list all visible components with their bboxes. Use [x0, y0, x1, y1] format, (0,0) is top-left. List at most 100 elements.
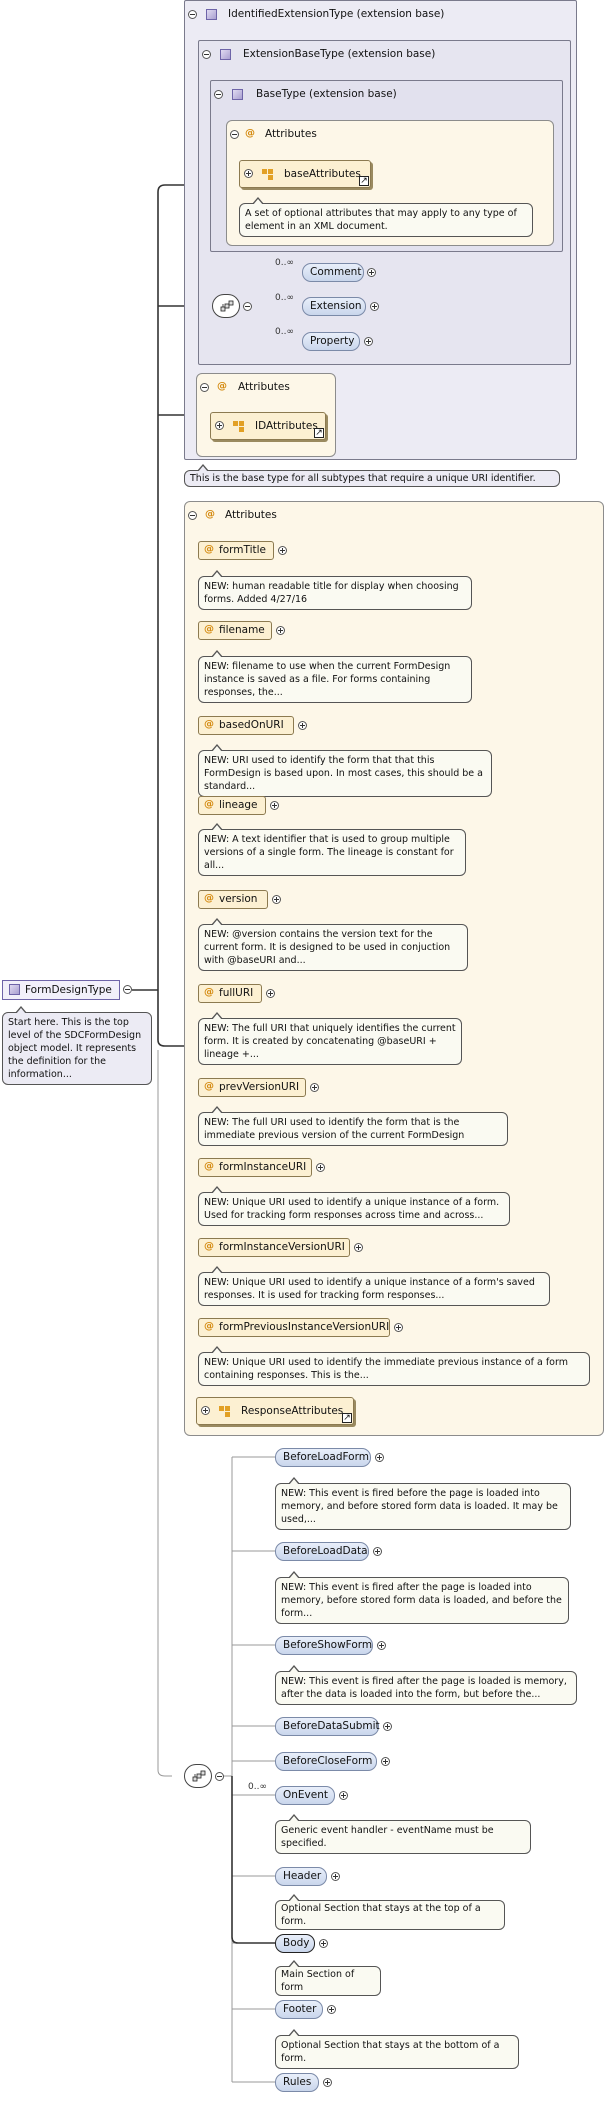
attr-note: NEW: A text identifier that is used to g…: [198, 823, 466, 876]
expand-element-icon[interactable]: [381, 1757, 390, 1766]
attribute-at-icon: @: [204, 1321, 214, 1332]
attr-note: NEW: URI used to identify the form that …: [198, 744, 492, 797]
attr-note: NEW: Unique URI used to identify the imm…: [198, 1346, 590, 1386]
before-data-submit-element[interactable]: BeforeDataSubmit: [275, 1717, 380, 1736]
response-attributes-ref[interactable]: ResponseAttributes ↗: [196, 1397, 354, 1425]
form-design-type-node[interactable]: FormDesignType: [2, 980, 120, 1000]
attr-fullURI[interactable]: @fullURI: [198, 984, 262, 1003]
expand-element-icon[interactable]: [331, 1872, 340, 1881]
attribute-at-icon: @: [204, 1241, 214, 1252]
expand-element-icon[interactable]: [375, 1453, 384, 1462]
before-show-form-element[interactable]: BeforeShowForm: [275, 1636, 373, 1655]
shortcut-arrow-icon: ↗: [314, 428, 324, 438]
expand-attr-icon[interactable]: [266, 989, 275, 998]
attribute-at-icon: @: [204, 719, 214, 730]
expand-comment-icon[interactable]: [367, 268, 376, 277]
attribute-at-icon: @: [204, 624, 214, 635]
collapse-extbase-icon[interactable]: [202, 50, 211, 59]
attr-lineage[interactable]: @lineage: [198, 796, 266, 815]
before-load-form-element[interactable]: BeforeLoadForm: [275, 1448, 371, 1467]
on-event-element[interactable]: OnEvent: [275, 1786, 335, 1805]
expand-element-icon[interactable]: [383, 1722, 392, 1731]
attr-filename[interactable]: @ filename: [198, 621, 272, 640]
extbase-type-icon: [220, 49, 231, 60]
expand-attr-icon[interactable]: [270, 801, 279, 810]
attribute-at-icon: @: [204, 1161, 214, 1172]
attr-name: filename: [219, 624, 265, 636]
collapse-root-icon[interactable]: [123, 985, 132, 994]
base-attributes-ref[interactable]: baseAttributes ↗: [239, 160, 371, 188]
collapse-sequence-icon[interactable]: [243, 302, 252, 311]
before-load-data-element[interactable]: BeforeLoadData: [275, 1542, 369, 1561]
shortcut-arrow-icon: ↗: [342, 1413, 352, 1423]
attr-formInstanceVersionURI[interactable]: @formInstanceVersionURI: [198, 1238, 350, 1257]
expand-attr-icon[interactable]: [354, 1243, 363, 1252]
expand-attr-icon[interactable]: [310, 1083, 319, 1092]
rules-element[interactable]: Rules: [275, 2073, 319, 2092]
element-note: NEW: This event is fired after the page …: [275, 1665, 577, 1705]
element-note: Optional Section that stays at the botto…: [275, 2029, 519, 2069]
basetype-icon: [232, 89, 243, 100]
id-attributes-ref[interactable]: IDAttributes ↗: [210, 412, 326, 440]
attribute-at-icon: @: [204, 799, 214, 810]
expand-attr-icon[interactable]: [272, 895, 281, 904]
element-note: Generic event handler - eventName must b…: [275, 1814, 531, 1854]
collapse-identified-icon[interactable]: [188, 10, 197, 19]
expand-element-icon[interactable]: [323, 2078, 332, 2087]
extension-multiplicity: 0..∞: [275, 293, 294, 303]
expand-element-icon[interactable]: [319, 1939, 328, 1948]
attr-note: NEW: @version contains the version text …: [198, 918, 468, 971]
attr-name: prevVersionURI: [219, 1081, 300, 1093]
expand-icon[interactable]: [201, 1406, 210, 1415]
attribute-group-icon: [262, 169, 273, 180]
property-multiplicity: 0..∞: [275, 327, 294, 337]
expand-attr-icon[interactable]: [298, 721, 307, 730]
footer-element[interactable]: Footer: [275, 2000, 323, 2019]
expand-attr-icon[interactable]: [394, 1323, 403, 1332]
expand-element-icon[interactable]: [373, 1547, 382, 1556]
attribute-at-icon: @: [205, 509, 215, 520]
identified-extension-note: This is the base type for all subtypes t…: [184, 464, 560, 487]
property-element[interactable]: Property: [302, 332, 360, 351]
sequence-compositor-icon[interactable]: [212, 294, 240, 318]
attr-formInstanceURI[interactable]: @ formInstanceURI: [198, 1158, 312, 1177]
response-attributes-label: ResponseAttributes: [241, 1405, 344, 1417]
attr-name: formInstanceURI: [219, 1161, 307, 1173]
header-element[interactable]: Header: [275, 1867, 327, 1886]
expand-icon[interactable]: [244, 169, 253, 178]
attr-version[interactable]: @version: [198, 890, 268, 909]
identified-extension-label: IdentifiedExtensionType (extension base): [228, 8, 445, 20]
attribute-group-icon: [219, 1406, 230, 1417]
collapse-base-attrs-icon[interactable]: [230, 130, 239, 139]
collapse-form-attrs-icon[interactable]: [188, 511, 197, 520]
expand-attr-icon[interactable]: [276, 626, 285, 635]
onevent-multiplicity: 0..∞: [248, 1782, 267, 1792]
base-type-label: BaseType (extension base): [256, 88, 397, 100]
attr-basedOnURI[interactable]: @basedOnURI: [198, 716, 294, 735]
sequence-compositor-icon[interactable]: [184, 1764, 212, 1788]
id-attributes-label: IDAttributes: [255, 420, 318, 432]
expand-element-icon[interactable]: [377, 1641, 386, 1650]
attribute-at-icon: @: [217, 381, 227, 392]
expand-attr-icon[interactable]: [278, 546, 287, 555]
expand-icon[interactable]: [215, 421, 224, 430]
id-attributes-header: Attributes: [238, 381, 290, 393]
expand-element-icon[interactable]: [327, 2005, 336, 2014]
expand-element-icon[interactable]: [339, 1791, 348, 1800]
complex-type-icon: [9, 984, 20, 995]
extension-element[interactable]: Extension: [302, 297, 366, 316]
collapse-sequence-icon[interactable]: [215, 1772, 224, 1781]
attr-formTitle[interactable]: @formTitle: [198, 541, 274, 560]
before-close-form-element[interactable]: BeforeCloseForm: [275, 1752, 377, 1771]
comment-element[interactable]: Comment: [302, 263, 364, 282]
expand-extension-icon[interactable]: [370, 302, 379, 311]
attr-prevVersionURI[interactable]: @prevVersionURI: [198, 1078, 306, 1097]
identified-type-icon: [206, 9, 217, 20]
attr-formPreviousInstanceVersionURI[interactable]: @formPreviousInstanceVersionURI: [198, 1318, 390, 1337]
form-design-type-label: FormDesignType: [25, 984, 112, 996]
collapse-basetype-icon[interactable]: [214, 90, 223, 99]
expand-attr-icon[interactable]: [316, 1163, 325, 1172]
body-element[interactable]: Body: [275, 1934, 315, 1953]
collapse-id-attrs-icon[interactable]: [200, 383, 209, 392]
expand-property-icon[interactable]: [364, 337, 373, 346]
